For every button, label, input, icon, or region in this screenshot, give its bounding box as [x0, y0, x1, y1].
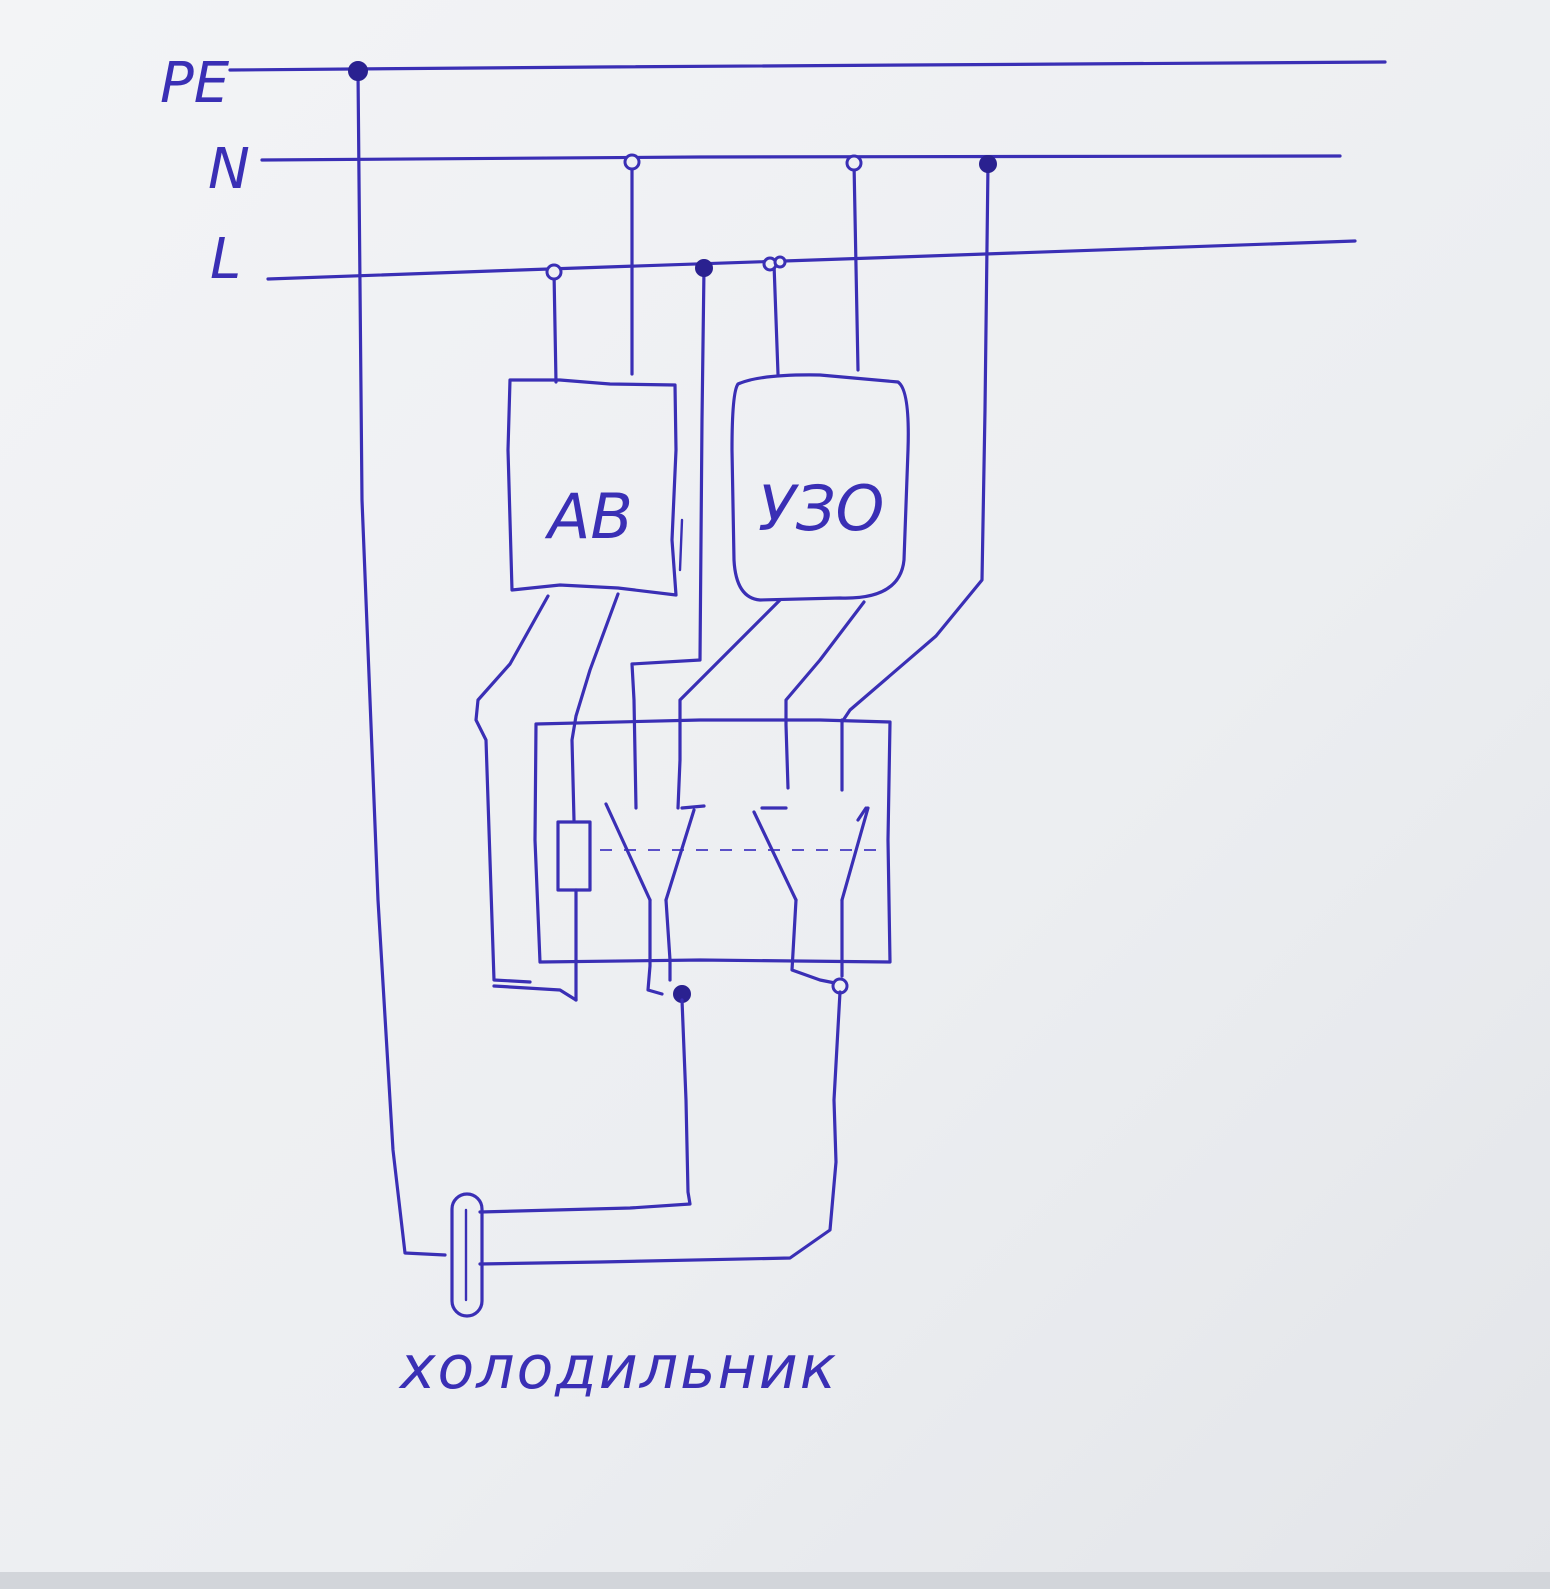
- contact-2b-tip: [856, 806, 868, 822]
- l-junction-dot: [695, 259, 713, 277]
- wire-rcd-out-left: [676, 598, 782, 810]
- wire-rcd-out-right: [784, 600, 866, 790]
- contact-2a-out: [790, 898, 842, 986]
- contact-1a: [604, 802, 652, 902]
- breaker-label: AB: [544, 480, 633, 553]
- wire-n-to-rcd: [852, 161, 860, 372]
- contact-1b-out: [664, 898, 672, 982]
- bus-label-n: N: [208, 137, 250, 202]
- bus-line-n: [260, 154, 1342, 162]
- contactor-coil: [556, 820, 592, 892]
- n-junction-dot: [979, 155, 997, 173]
- contact-1a-out: [646, 898, 664, 996]
- breaker-box: [506, 378, 678, 597]
- contact-2b: [840, 806, 870, 902]
- paper-edge: [0, 1572, 1550, 1589]
- fridge-plug: [450, 1192, 484, 1318]
- contact-1b: [664, 808, 696, 902]
- wire-breaker-out-right: [570, 592, 620, 822]
- wire-l-to-rcd: [772, 262, 780, 376]
- bus-label-l: L: [210, 227, 241, 292]
- coil-return-wire: [492, 984, 578, 1002]
- bus-label-pe: PE: [160, 51, 230, 116]
- l-tap-rcd-b: [773, 255, 787, 269]
- wire-l-to-breaker: [552, 270, 558, 384]
- wire-l-to-contactor: [630, 266, 706, 810]
- n-tap-rcd: [845, 154, 863, 172]
- wire-pe-to-fridge: [356, 69, 447, 1257]
- contact-1b-stop: [680, 804, 706, 810]
- fridge-caption: холодильник: [398, 1333, 838, 1403]
- breaker-box-mark: [678, 518, 684, 572]
- contact-2a: [752, 810, 798, 902]
- wire-n-to-fridge: [478, 990, 842, 1266]
- contactor-box: [533, 718, 892, 964]
- pe-junction-dot: [348, 61, 368, 81]
- rcd-label: УЗО: [758, 472, 884, 545]
- wire-breaker-out-left: [474, 594, 550, 984]
- rcd-box: [730, 373, 910, 602]
- wire-n-to-contactor-right: [840, 162, 990, 724]
- n-tap-breaker: [623, 153, 641, 171]
- l-tap-breaker: [545, 263, 563, 281]
- wire-l-to-fridge: [478, 998, 692, 1214]
